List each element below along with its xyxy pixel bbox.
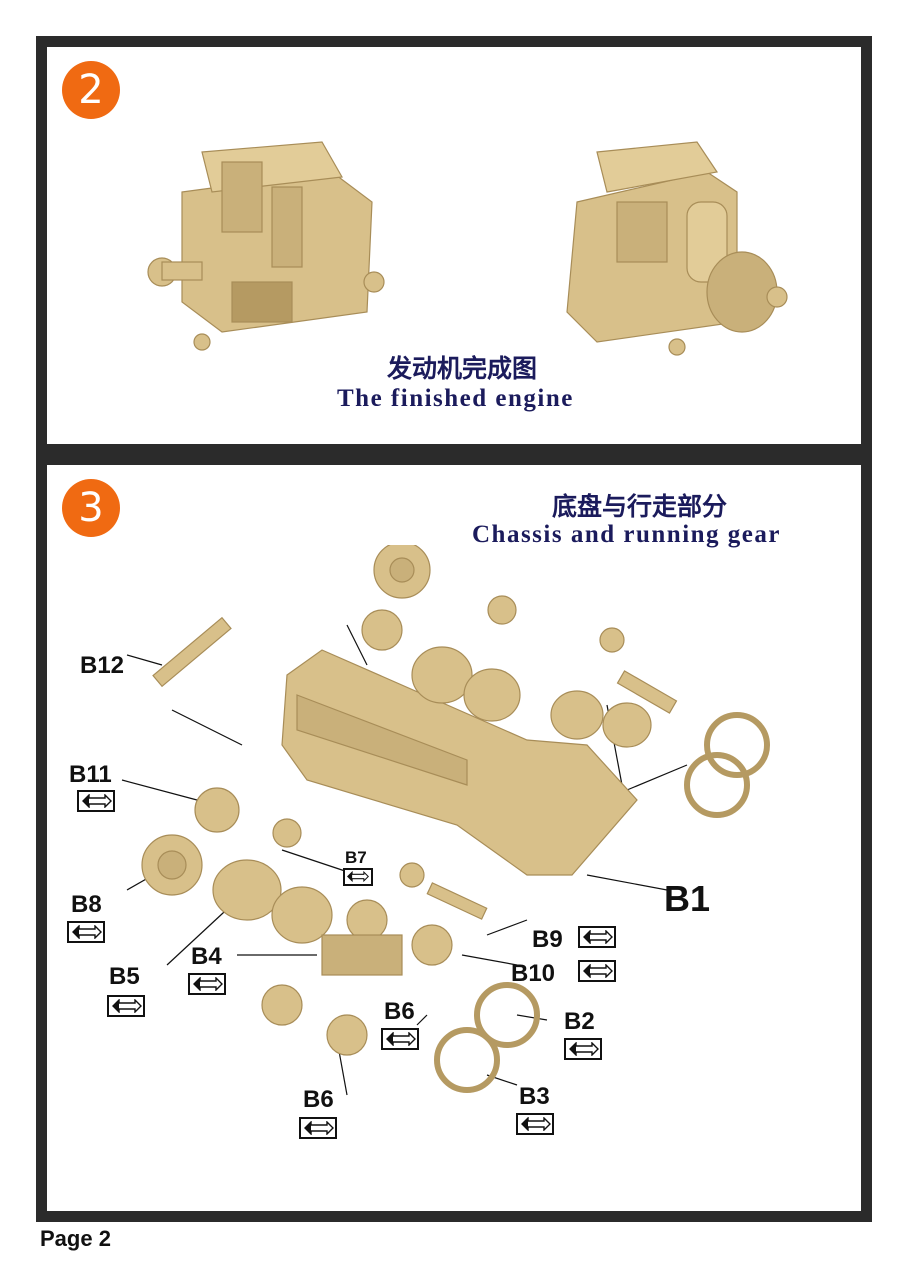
part-label-b1: B1 <box>664 878 711 919</box>
pair-arrow-box <box>578 960 616 982</box>
double-arrow-icon <box>82 794 112 808</box>
part-label-b9: B9 <box>532 926 563 953</box>
double-arrow-icon <box>347 871 369 882</box>
pair-arrow-box <box>343 868 373 886</box>
part-label-b7: B7 <box>345 848 367 867</box>
pair-arrow-box <box>381 1028 419 1050</box>
step-3-panel: 3 底盘与行走部分 Chassis and running gear <box>36 454 872 1222</box>
part-label-b5: B5 <box>109 963 140 990</box>
double-arrow-icon <box>304 1121 334 1135</box>
part-label-b12: B12 <box>80 652 125 679</box>
step-3-title-cn: 底盘与行走部分 <box>552 492 728 521</box>
pair-arrow-box <box>516 1113 554 1135</box>
engine-left-view <box>147 141 385 351</box>
part-label-b6: B6 <box>303 1086 334 1113</box>
step-3-title-en: Chassis and running gear <box>472 521 781 548</box>
pair-arrow-box <box>107 995 145 1017</box>
double-arrow-icon <box>386 1032 416 1046</box>
double-arrow-icon <box>583 930 613 944</box>
pair-arrow-box <box>77 790 115 812</box>
double-arrow-icon <box>112 999 142 1013</box>
pair-arrow-box <box>299 1117 337 1139</box>
engine-right-view <box>566 141 788 356</box>
pair-arrow-box <box>188 973 226 995</box>
step-2-panel: 2 发动机完成图 The finished engine <box>36 36 872 455</box>
double-arrow-icon <box>72 925 102 939</box>
part-label-b8: B8 <box>71 891 102 918</box>
double-arrow-icon <box>583 964 613 978</box>
double-arrow-icon <box>193 977 223 991</box>
step-number-badge: 2 <box>62 61 120 119</box>
pair-arrow-box <box>67 921 105 943</box>
part-label-b6: B6 <box>384 998 415 1025</box>
double-arrow-icon <box>569 1042 599 1056</box>
chassis-exploded-diagram <box>121 545 770 1096</box>
part-label-b2: B2 <box>564 1008 595 1035</box>
part-label-b3: B3 <box>519 1083 550 1110</box>
page-number: Page 2 <box>40 1226 111 1251</box>
step-2-title-en: The finished engine <box>337 385 574 412</box>
double-arrow-icon <box>521 1117 551 1131</box>
step-number-badge: 3 <box>62 479 120 537</box>
step-2-title-cn: 发动机完成图 <box>387 354 538 383</box>
part-label-b11: B11 <box>69 761 112 788</box>
part-label-b10: B10 <box>511 960 556 987</box>
part-label-b4: B4 <box>191 943 222 970</box>
pair-arrow-box <box>578 926 616 948</box>
pair-arrow-box <box>564 1038 602 1060</box>
